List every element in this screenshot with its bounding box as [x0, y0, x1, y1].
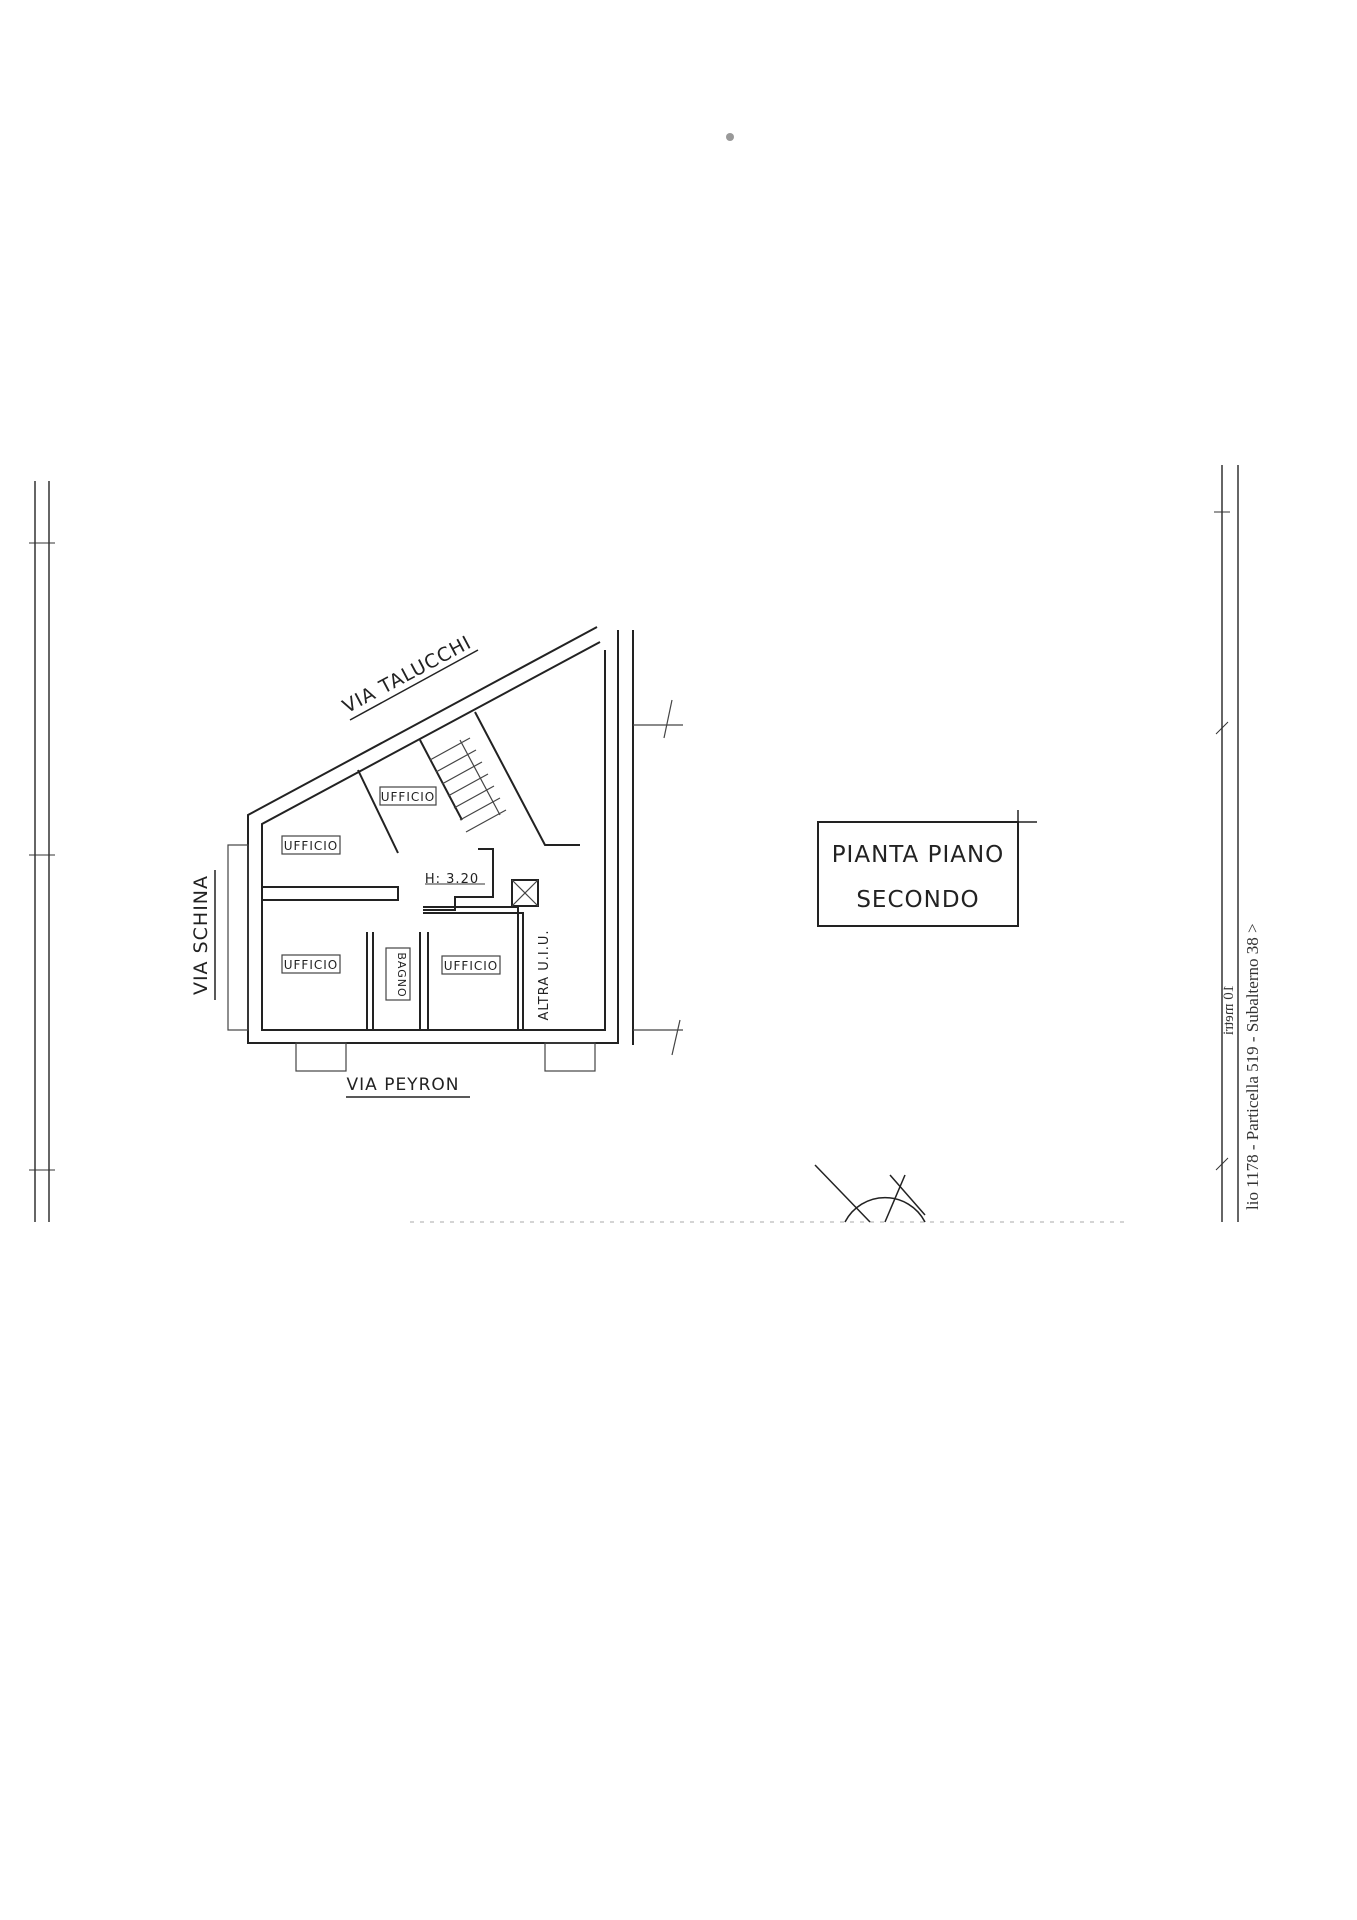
room-label: UFFICIO	[284, 958, 339, 972]
scale-label: 10 metri	[1221, 985, 1237, 1035]
room-label: UFFICIO	[381, 790, 436, 804]
interior-walls	[262, 711, 580, 1030]
room-label: ALTRA U.I.U.	[537, 929, 552, 1020]
height-label: H: 3.20	[425, 872, 479, 887]
title-line-1: PIANTA PIANO	[832, 842, 1005, 868]
room-label: UFFICIO	[284, 839, 339, 853]
street-label-south: VIA PEYRON	[347, 1075, 460, 1095]
compass-icon	[814, 1164, 926, 1223]
room-labels: UFFICIO UFFICIO UFFICIO BAGNO UFFICIO AL…	[281, 786, 552, 1021]
street-label-west: VIA SCHINA	[190, 875, 212, 995]
title-line-2: SECONDO	[856, 887, 979, 913]
street-label-north: VIA TALUCCHI	[339, 631, 475, 717]
frame-right	[1214, 465, 1239, 1222]
exterior-walls	[227, 626, 683, 1072]
staircase	[429, 737, 507, 833]
scan-speck	[726, 133, 734, 141]
title-box: PIANTA PIANO SECONDO	[817, 810, 1037, 927]
room-label: UFFICIO	[444, 959, 499, 973]
cadastral-reference: lio 1178 - Particella 519 - Subalterno 3…	[1243, 923, 1262, 1210]
room-label: BAGNO	[395, 952, 408, 997]
frame-left	[29, 481, 55, 1222]
